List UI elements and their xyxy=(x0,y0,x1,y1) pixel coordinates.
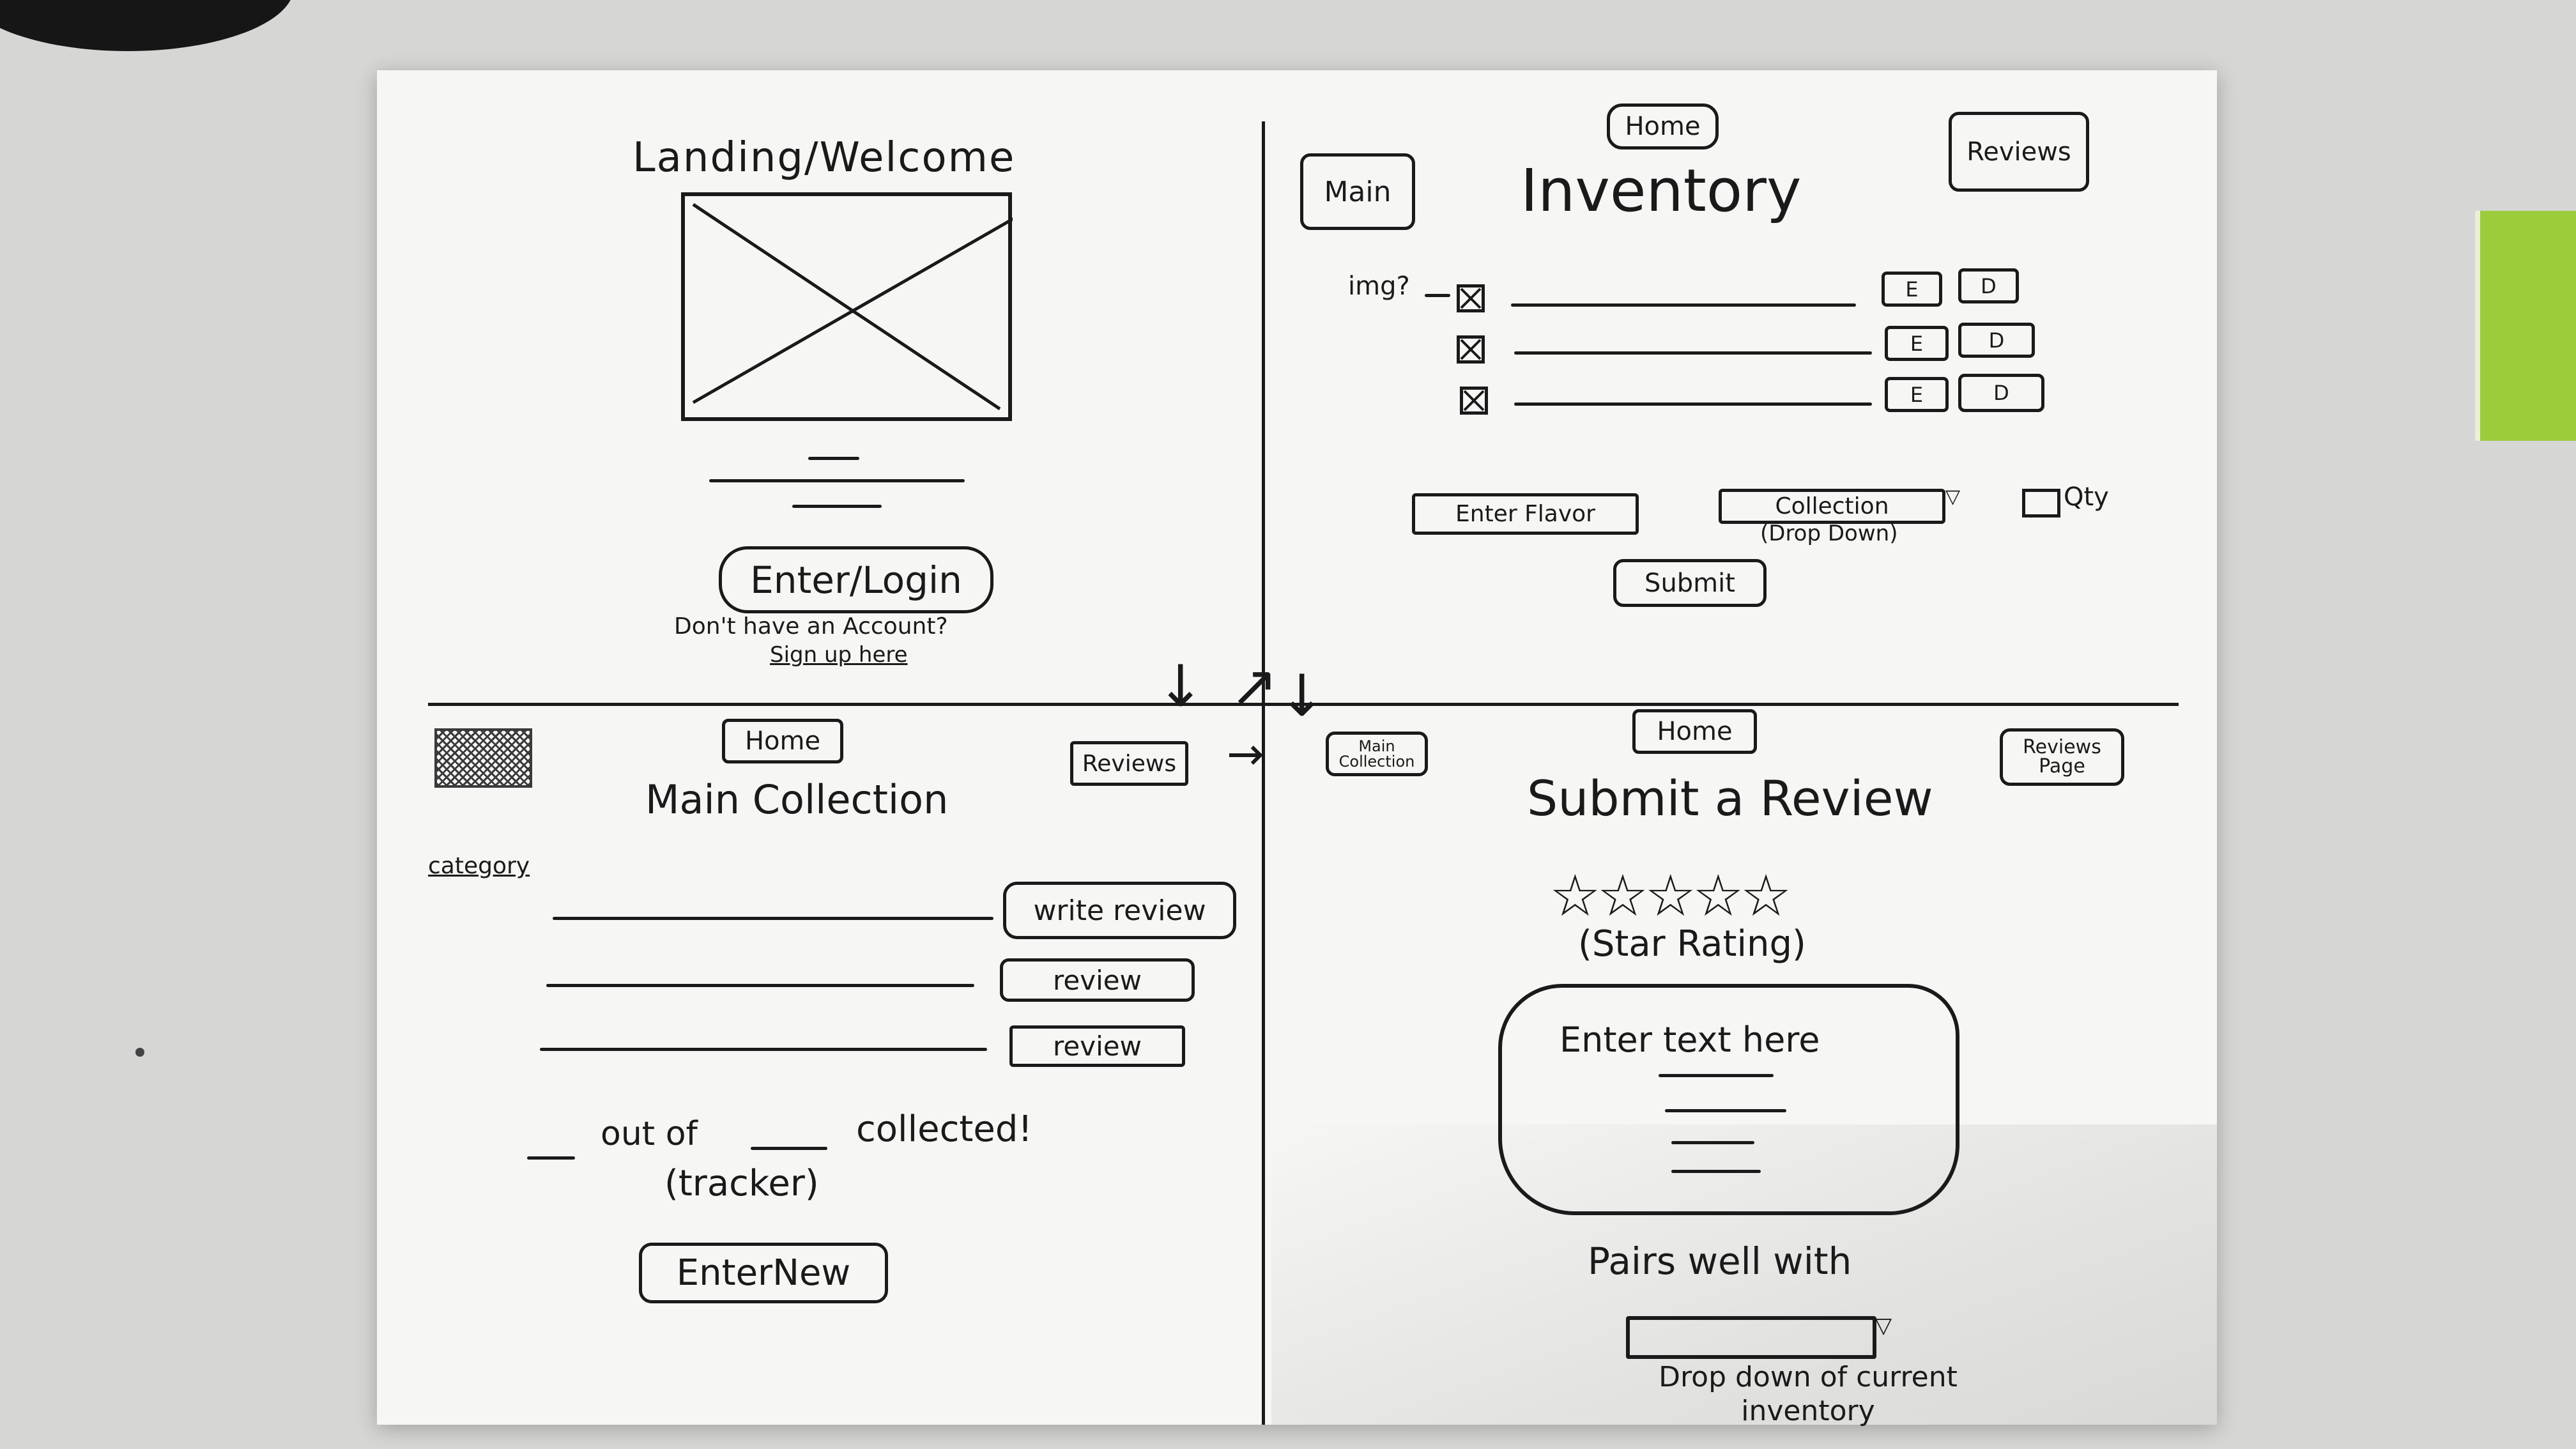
star-rating-note: (Star Rating) xyxy=(1578,923,1806,965)
text-placeholder-line xyxy=(808,457,859,460)
pairs-dropdown-note: Drop down of current inventory xyxy=(1659,1361,1958,1427)
dropdown-note: (Drop Down) xyxy=(1760,521,1898,546)
write-review-button[interactable]: write review xyxy=(1003,882,1236,939)
background-object xyxy=(2475,211,2576,441)
inventory-row-line xyxy=(1514,402,1872,406)
enter-new-button[interactable]: EnterNew xyxy=(639,1243,888,1303)
enter-flavor-input[interactable]: Enter Flavor xyxy=(1412,493,1639,535)
text-placeholder-line xyxy=(1665,1109,1786,1112)
main-collection-button[interactable]: Main Collection xyxy=(1326,732,1428,776)
inventory-home-button[interactable]: Home xyxy=(1607,103,1719,150)
arrow-icon: ↓ xyxy=(1278,663,1326,730)
collection-reviews-button[interactable]: Reviews xyxy=(1070,741,1188,786)
delete-button[interactable]: D xyxy=(1958,323,2035,358)
inventory-row-line xyxy=(1514,351,1872,355)
img-label: img? xyxy=(1348,272,1410,301)
quadrant-divider-vertical xyxy=(1262,121,1265,1425)
edit-button[interactable]: E xyxy=(1885,326,1949,361)
pointer-line xyxy=(1425,294,1450,297)
text-placeholder-line xyxy=(1659,1074,1774,1077)
collection-title: Main Collection xyxy=(645,776,949,823)
enter-login-button[interactable]: Enter/Login xyxy=(719,546,993,613)
arrow-icon: ↓ xyxy=(1156,653,1205,720)
collection-row-line xyxy=(546,984,974,987)
paper-shadow xyxy=(1271,1124,2217,1425)
tracker-note: (tracker) xyxy=(664,1163,819,1204)
delete-button[interactable]: D xyxy=(1958,268,2019,303)
tracker-text-end: collected! xyxy=(856,1108,1032,1150)
tracker-text: out of xyxy=(601,1115,698,1153)
checkbox-icon[interactable] xyxy=(1460,387,1488,415)
review-button[interactable]: review xyxy=(1009,1025,1185,1067)
signup-link[interactable]: Sign up here xyxy=(770,642,908,668)
review-home-button[interactable]: Home xyxy=(1632,709,1757,754)
pairs-dropdown[interactable] xyxy=(1626,1316,1876,1359)
landing-title: Landing/Welcome xyxy=(632,134,1016,181)
text-placeholder-line xyxy=(709,479,965,482)
category-label: category xyxy=(428,853,530,879)
collection-row-line xyxy=(553,917,993,920)
scribble-icon xyxy=(434,728,532,788)
triangle-down-icon[interactable]: ▽ xyxy=(1875,1313,1892,1338)
reviews-page-button[interactable]: Reviews Page xyxy=(2000,728,2124,786)
arrow-icon: ↗ xyxy=(1230,653,1278,720)
star-rating-icon[interactable]: ☆☆☆☆☆ xyxy=(1549,862,1791,930)
text-placeholder-line xyxy=(792,505,882,508)
collection-row-line xyxy=(540,1048,987,1051)
delete-button[interactable]: D xyxy=(1958,374,2044,412)
background-speck xyxy=(135,1048,144,1057)
inventory-main-button[interactable]: Main xyxy=(1300,153,1415,230)
no-account-text: Don't have an Account? xyxy=(674,613,948,640)
qty-checkbox[interactable] xyxy=(2022,489,2060,518)
submit-button[interactable]: Submit xyxy=(1613,559,1767,607)
collection-home-button[interactable]: Home xyxy=(722,719,843,763)
triangle-down-icon[interactable]: ▽ xyxy=(1945,486,1961,508)
checkbox-icon[interactable] xyxy=(1457,335,1485,364)
checkbox-icon[interactable] xyxy=(1457,284,1485,312)
background-object xyxy=(0,0,294,51)
tracker-blank xyxy=(527,1156,575,1160)
edit-button[interactable]: E xyxy=(1882,272,1942,307)
inventory-row-line xyxy=(1511,303,1856,307)
sketch-paper: Landing/Welcome Enter/Login Don't have a… xyxy=(377,70,2217,1427)
textarea-placeholder: Enter text here xyxy=(1560,1020,1820,1060)
text-placeholder-line xyxy=(1671,1141,1754,1144)
collection-dropdown[interactable]: Collection xyxy=(1719,489,1945,524)
review-title: Submit a Review xyxy=(1527,770,1933,827)
pairs-label: Pairs well with xyxy=(1588,1239,1852,1283)
image-placeholder-icon xyxy=(680,192,1039,422)
text-placeholder-line xyxy=(1671,1170,1761,1173)
qty-label: Qty xyxy=(2064,482,2109,512)
inventory-title: Inventory xyxy=(1521,157,1802,225)
quadrant-divider-horizontal xyxy=(428,703,2179,706)
review-textarea[interactable]: Enter text here xyxy=(1498,984,1959,1215)
review-button[interactable]: review xyxy=(1000,958,1195,1002)
inventory-reviews-button[interactable]: Reviews xyxy=(1949,112,2089,192)
arrow-icon: → xyxy=(1227,728,1264,780)
tracker-blank xyxy=(751,1147,827,1150)
edit-button[interactable]: E xyxy=(1885,377,1949,412)
